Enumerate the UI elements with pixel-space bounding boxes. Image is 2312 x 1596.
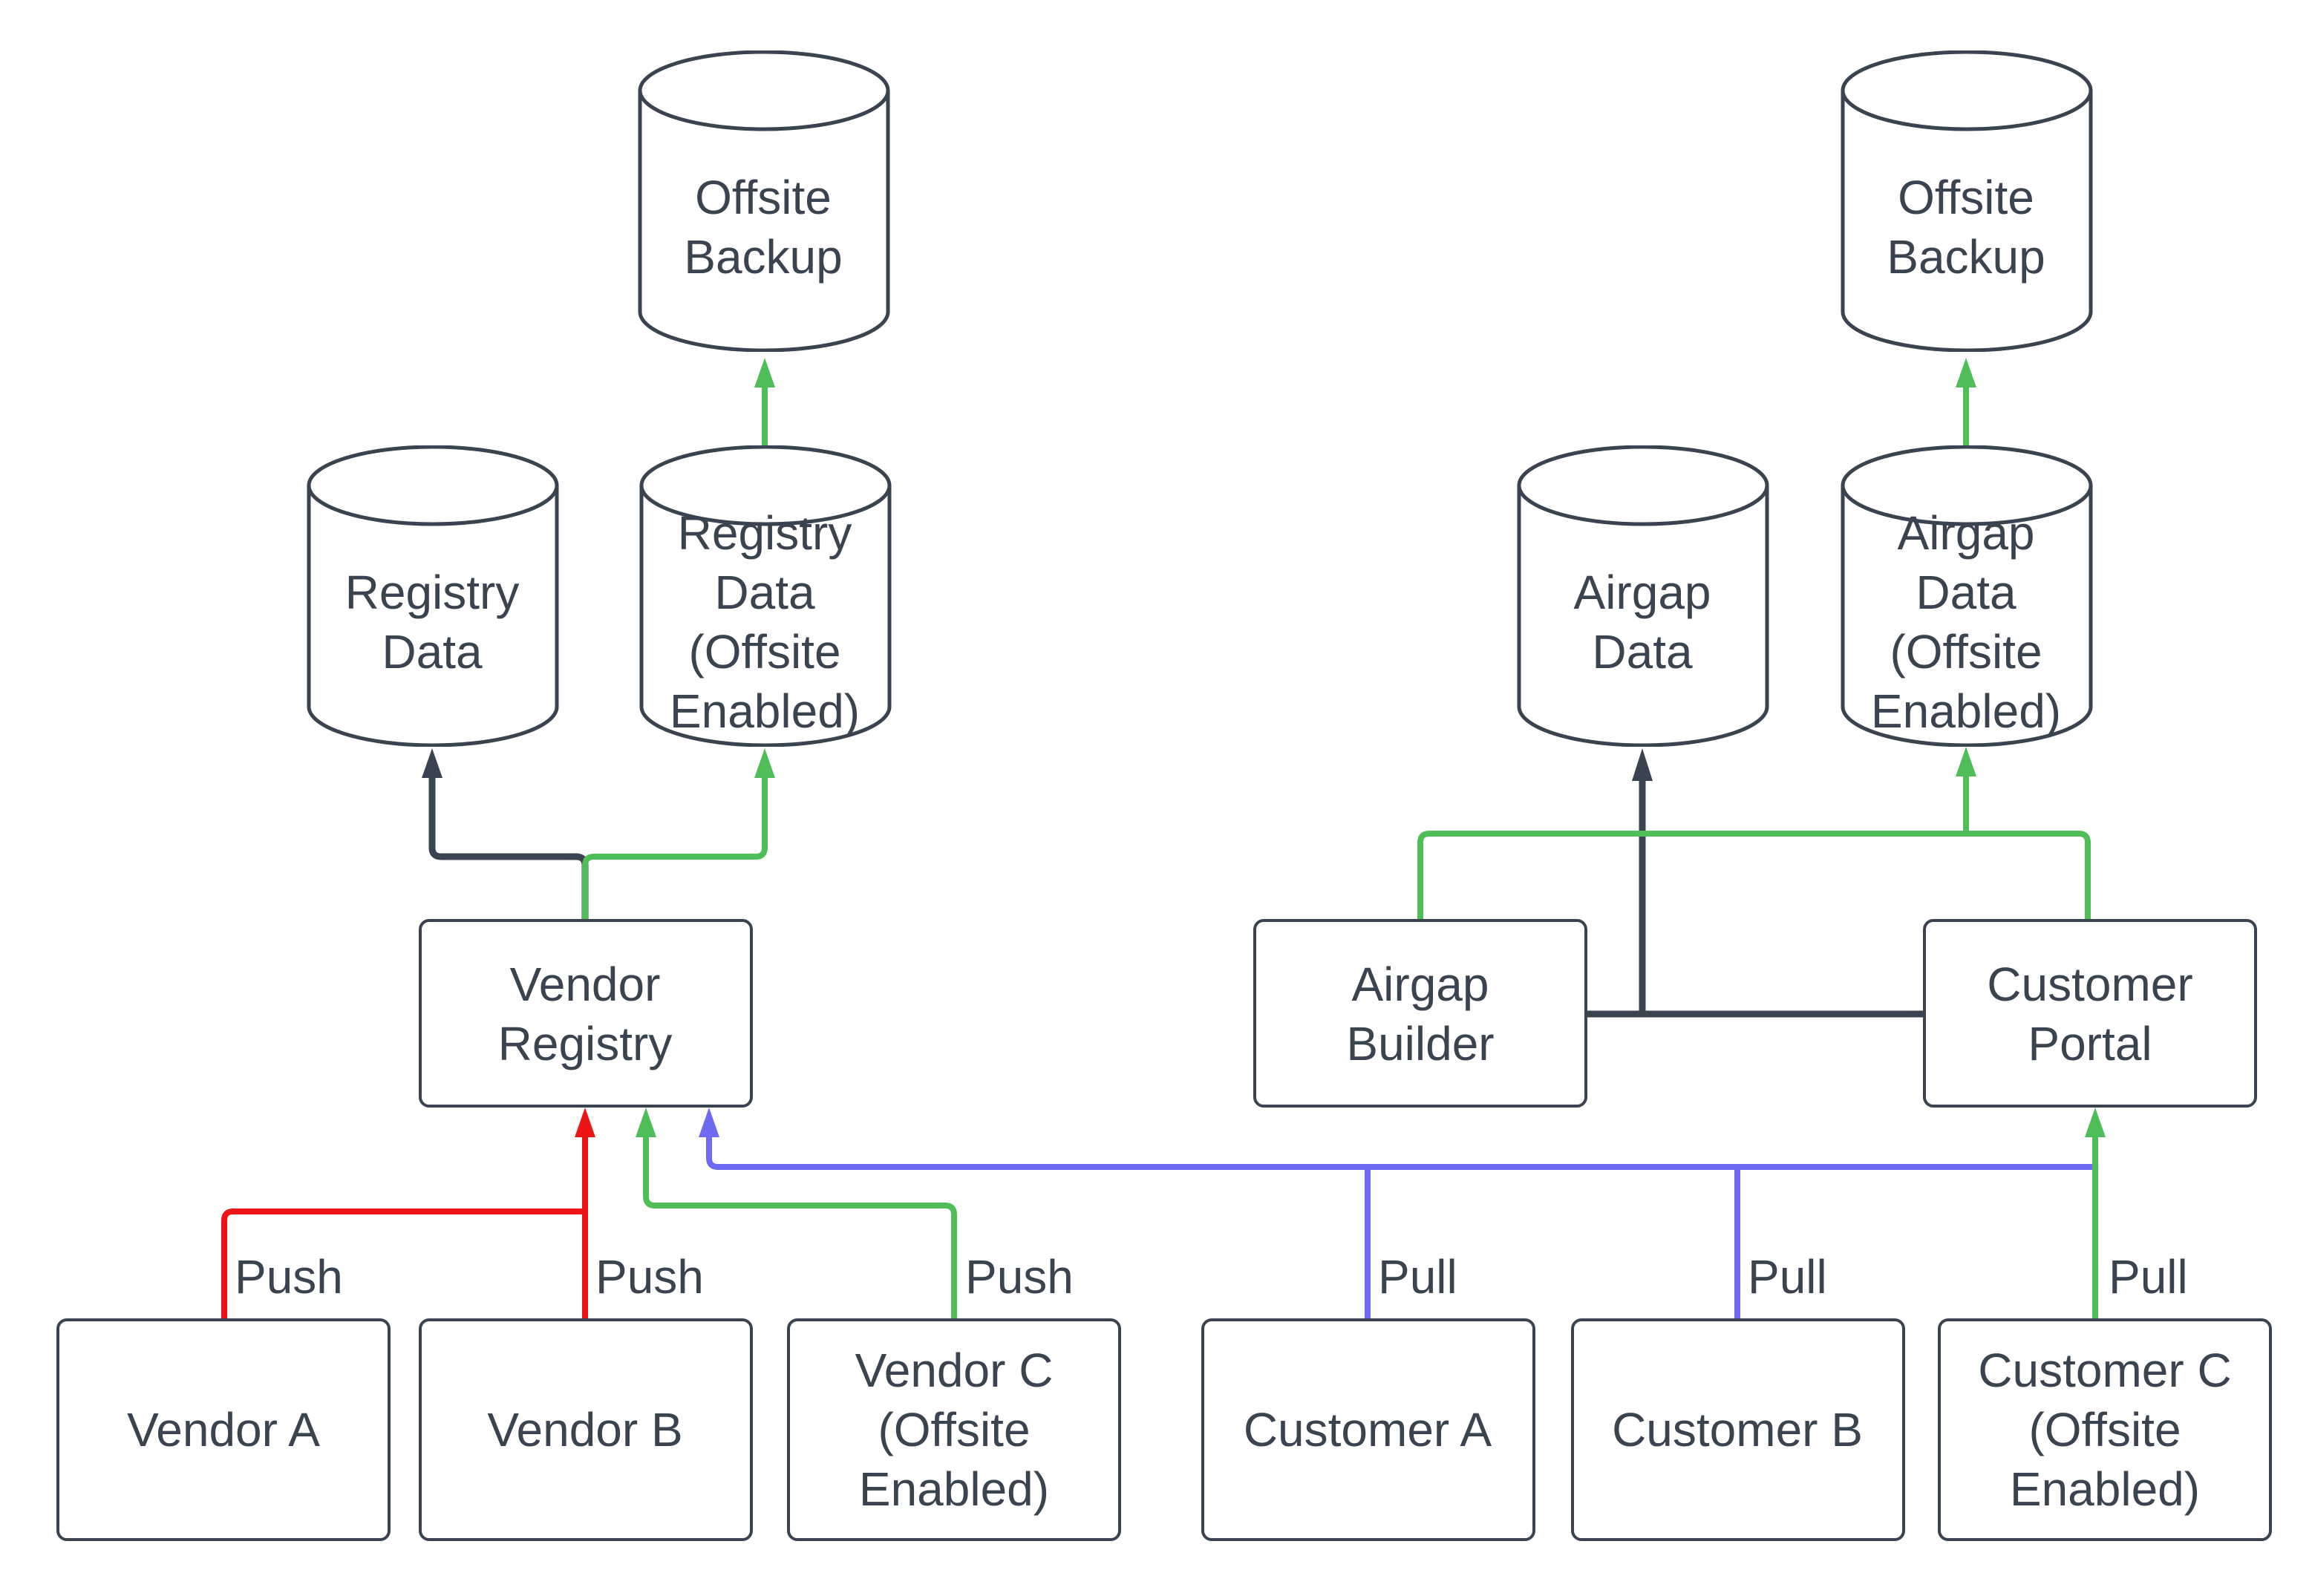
cylinder-offsite-backup-left: Offsite Backup	[636, 50, 890, 352]
edge-vendor-b-push	[575, 1108, 595, 1318]
edge-label-push-vendor-c: Push	[965, 1250, 1074, 1304]
edge-vendor-a-push	[221, 1209, 585, 1318]
cylinder-label: Airgap Data	[1573, 565, 1711, 678]
cylinder-label: Offsite Backup	[684, 170, 843, 283]
cylinder-label: Registry Data	[344, 565, 520, 678]
node-customer-portal: Customer Portal	[1923, 919, 2257, 1108]
cylinder-label: Registry Data (Offsite Enabled)	[669, 506, 861, 737]
edge-label-push-vendor-b: Push	[595, 1250, 704, 1304]
cylinder-shape	[637, 50, 889, 352]
cylinder-airgap-data-offsite: Airgap Data (Offsite Enabled)	[1839, 445, 2093, 747]
cylinder-shape	[1840, 50, 2092, 352]
node-vendor-registry: Vendor Registry	[418, 919, 752, 1108]
edge-airgap-builder-to-airgap-data	[1632, 748, 1653, 1014]
node-airgap-builder: Airgap Builder	[1253, 919, 1587, 1108]
node-vendor-a: Vendor A	[56, 1318, 391, 1541]
cylinder-shape	[1516, 445, 1769, 747]
cylinder-shape	[639, 445, 891, 747]
edge-vendor-registry-to-registry-data-offsite	[582, 748, 775, 919]
edge-customer-c-pull	[2085, 1108, 2106, 1318]
node-vendor-b: Vendor B	[418, 1318, 752, 1541]
edge-label-push-vendor-a: Push	[235, 1250, 343, 1304]
cylinder-offsite-backup-right: Offsite Backup	[1839, 50, 2093, 352]
edge-registry-data-offsite-to-offsite-backup	[754, 358, 775, 445]
node-vendor-c: Vendor C (Offsite Enabled)	[787, 1318, 1121, 1541]
edge-label-pull-customer-c: Pull	[2109, 1250, 2188, 1304]
node-customer-a: Customer A	[1201, 1318, 1535, 1541]
node-customer-b: Customer B	[1570, 1318, 1904, 1541]
cylinder-label: Offsite Backup	[1887, 170, 2045, 283]
cylinder-shape	[306, 445, 558, 747]
cylinder-registry-data-offsite: Registry Data (Offsite Enabled)	[638, 445, 892, 747]
edge-vendor-c-push	[636, 1108, 957, 1318]
edge-label-pull-customer-a: Pull	[1378, 1250, 1457, 1304]
node-customer-c: Customer C (Offsite Enabled)	[1938, 1318, 2272, 1541]
cylinder-shape	[1840, 445, 2092, 747]
cylinder-airgap-data: Airgap Data	[1515, 445, 1769, 747]
edge-builders-to-airgap-data-offsite	[1417, 747, 2091, 919]
edge-airgap-data-offsite-to-offsite-backup	[1956, 358, 1976, 445]
edge-vendor-registry-to-registry-data	[422, 748, 589, 919]
cylinder-registry-data: Registry Data	[305, 445, 559, 747]
edge-label-pull-customer-b: Pull	[1748, 1250, 1827, 1304]
edge-customers-to-vendor-registry	[699, 1108, 2095, 1170]
cylinder-label: Airgap Data (Offsite Enabled)	[1870, 506, 2062, 737]
